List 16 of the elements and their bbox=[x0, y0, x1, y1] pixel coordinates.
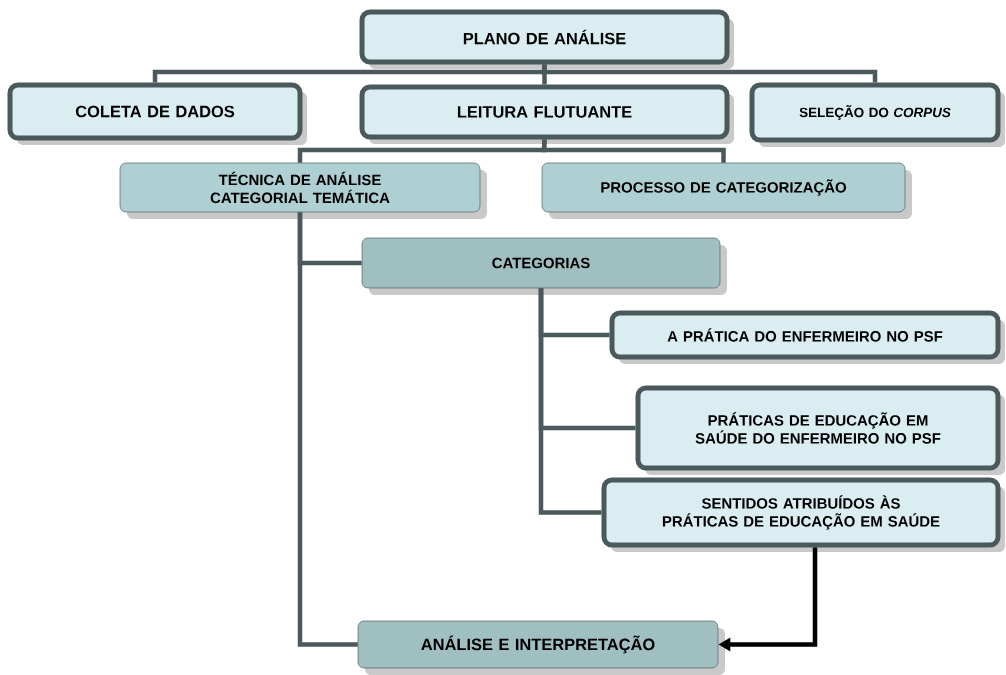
connector-line bbox=[538, 288, 602, 515]
connector-line bbox=[542, 64, 547, 85]
process-box: SELEÇÃO DO CORPUS bbox=[749, 82, 1005, 147]
process-box: PLANO DE ANÁLISE bbox=[359, 9, 734, 69]
process-box: SENTIDOS ATRIBUÍDOS ÀS PRÁTICAS DE EDUCAÇÃO EM SAÚDE bbox=[601, 477, 1005, 552]
process-box: PRÁTICAS DE EDUCAÇÃO EM SAÚDE DO ENFERMEIRO NO PSF bbox=[635, 385, 1005, 475]
connector-line bbox=[541, 139, 726, 163]
process-box: COLETA DE DADOS bbox=[7, 82, 307, 145]
process-box: LEITURA FLUTUANTE bbox=[359, 84, 734, 144]
process-box: PROCESSO DE CATEGORIZAÇÃO bbox=[541, 162, 912, 219]
process-box: A PRÁTICA DO ENFERMEIRO NO PSF bbox=[609, 310, 1005, 364]
process-box: CATEGORIAS bbox=[361, 237, 727, 295]
connector-line bbox=[541, 64, 878, 83]
connector-line bbox=[297, 212, 358, 647]
process-box: TÉCNICA DE ANÁLISE CATEGORIAL TEMÁTICA bbox=[119, 162, 487, 219]
process-box: ANÁLISE E INTERPRETAÇÃO bbox=[357, 620, 725, 675]
